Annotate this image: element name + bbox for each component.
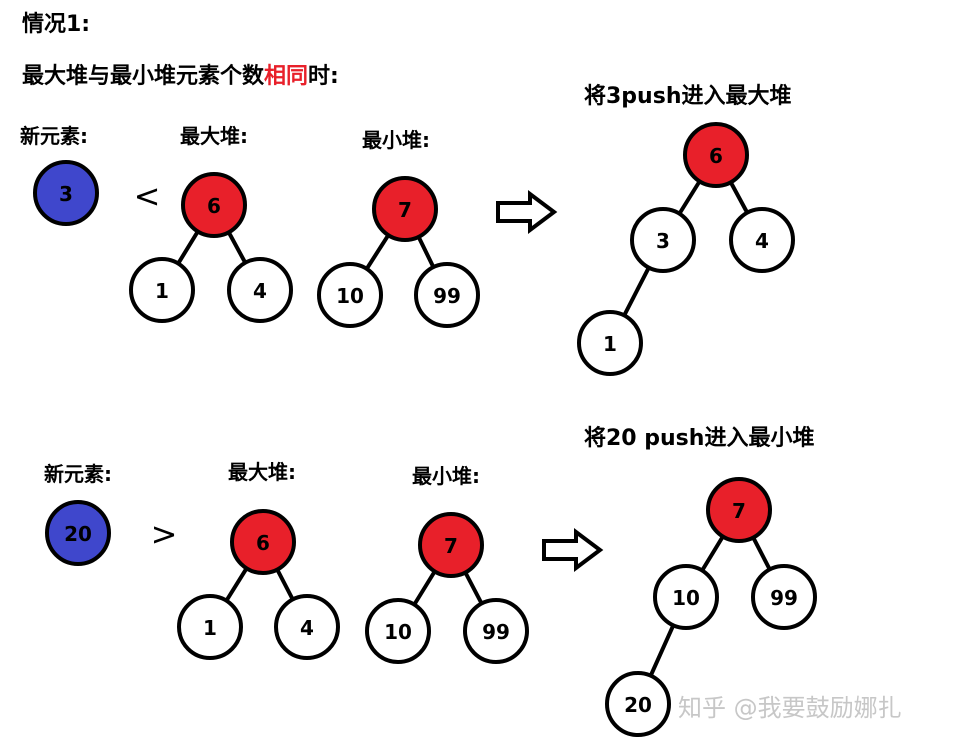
case-description-highlight: 相同 xyxy=(264,64,309,89)
s1-max-heap-right-label: 4 xyxy=(253,279,267,303)
s1-max-heap-left-circle xyxy=(129,257,195,323)
s1-max-heap-left-label: 1 xyxy=(155,279,169,303)
s2-min-heap-root-label: 7 xyxy=(444,534,458,558)
s2-comparison-sign: > xyxy=(151,515,178,553)
s2-arrow-icon xyxy=(542,528,604,572)
s2-max-heap-left-circle xyxy=(177,594,243,660)
s2-new-element-label: 20 xyxy=(64,522,92,546)
case-description-prefix: 最大堆与最小堆元素个数 xyxy=(22,64,265,89)
s1-result-left-label: 3 xyxy=(656,229,670,253)
s2-result-root-circle xyxy=(706,477,772,543)
s1-result-leaf-circle xyxy=(577,310,643,376)
s1-arrow-icon xyxy=(496,190,558,234)
s1-min-heap-right: 99 xyxy=(414,262,480,328)
s2-result-leaf-circle xyxy=(605,671,671,737)
s2-result-title: 将20 push进入最小堆 xyxy=(584,426,815,451)
s2-new-element-label: 新元素: xyxy=(44,462,112,486)
s1-max-heap-root-circle xyxy=(181,172,247,238)
s1-max-heap-left: 1 xyxy=(129,257,195,323)
s1-min-heap-root-label: 7 xyxy=(398,198,412,222)
s2-result-leaf: 20 xyxy=(605,671,671,737)
s1-min-heap-left-label: 10 xyxy=(336,284,364,308)
s2-min-heap-label: 最小堆: xyxy=(412,464,480,488)
s2-max-heap-root-label: 6 xyxy=(256,531,270,555)
s2-min-heap-left: 10 xyxy=(365,598,431,664)
s1-result-leaf-label: 1 xyxy=(603,332,617,356)
s2-result-left: 10 xyxy=(653,564,719,630)
s1-result-right-label: 4 xyxy=(755,229,769,253)
s2-result-right: 99 xyxy=(751,564,817,630)
s2-result-left-label: 10 xyxy=(672,586,700,610)
case-description: 最大堆与最小堆元素个数相同时: xyxy=(22,58,339,90)
s2-new-element-circle xyxy=(45,500,111,566)
s1-new-element-label: 3 xyxy=(59,182,73,206)
s2-result-leaf-label: 20 xyxy=(624,693,652,717)
s1-min-heap-root: 7 xyxy=(372,176,438,242)
s1-comparison-sign: < xyxy=(134,177,161,215)
s1-result-title: 将3push进入最大堆 xyxy=(584,84,792,109)
s1-result-root-circle xyxy=(683,122,749,188)
s1-max-heap-right-circle xyxy=(227,257,293,323)
s1-result-left-circle xyxy=(630,207,696,273)
s2-result-right-circle xyxy=(751,564,817,630)
s2-max-heap-left: 1 xyxy=(177,594,243,660)
s1-min-heap-left-circle xyxy=(317,262,383,328)
s1-max-heap-root: 6 xyxy=(181,172,247,238)
s1-max-heap-right: 4 xyxy=(227,257,293,323)
s2-max-heap-right-circle xyxy=(274,594,340,660)
s2-min-heap-root-circle xyxy=(418,512,484,578)
s1-result-right: 4 xyxy=(729,207,795,273)
s2-max-heap-root: 6 xyxy=(230,509,296,575)
s1-min-heap-right-circle xyxy=(414,262,480,328)
s1-min-heap-right-label: 99 xyxy=(433,284,461,308)
s1-new-element: 3 xyxy=(33,160,99,226)
watermark: 知乎 @我要鼓励娜扎 xyxy=(678,694,902,722)
s2-result-root: 7 xyxy=(706,477,772,543)
s2-min-heap-right: 99 xyxy=(463,598,529,664)
case-description-suffix: 时: xyxy=(308,64,339,89)
s2-result-root-label: 7 xyxy=(732,499,746,523)
s2-max-heap-left-label: 1 xyxy=(203,616,217,640)
s1-min-heap-root-circle xyxy=(372,176,438,242)
s1-result-left: 3 xyxy=(630,207,696,273)
s2-result-left-circle xyxy=(653,564,719,630)
s1-new-element-label: 新元素: xyxy=(20,124,88,148)
s2-max-heap-right-label: 4 xyxy=(300,616,314,640)
s2-max-heap-root-circle xyxy=(230,509,296,575)
s2-min-heap-left-label: 10 xyxy=(384,620,412,644)
s1-min-heap-left: 10 xyxy=(317,262,383,328)
s2-result-right-label: 99 xyxy=(770,586,798,610)
s2-max-heap-label: 最大堆: xyxy=(228,460,296,484)
s2-new-element: 20 xyxy=(45,500,111,566)
s1-result-right-circle xyxy=(729,207,795,273)
s2-max-heap-right: 4 xyxy=(274,594,340,660)
s1-result-root-label: 6 xyxy=(709,144,723,168)
s2-min-heap-right-label: 99 xyxy=(482,620,510,644)
s2-min-heap-root: 7 xyxy=(418,512,484,578)
s2-min-heap-right-circle xyxy=(463,598,529,664)
s1-min-heap-label: 最小堆: xyxy=(362,128,430,152)
s1-new-element-circle xyxy=(33,160,99,226)
s1-max-heap-root-label: 6 xyxy=(207,194,221,218)
case-title: 情况1: xyxy=(22,12,91,37)
s2-min-heap-left-circle xyxy=(365,598,431,664)
s1-max-heap-label: 最大堆: xyxy=(180,124,248,148)
s1-result-root: 6 xyxy=(683,122,749,188)
s1-result-leaf: 1 xyxy=(577,310,643,376)
